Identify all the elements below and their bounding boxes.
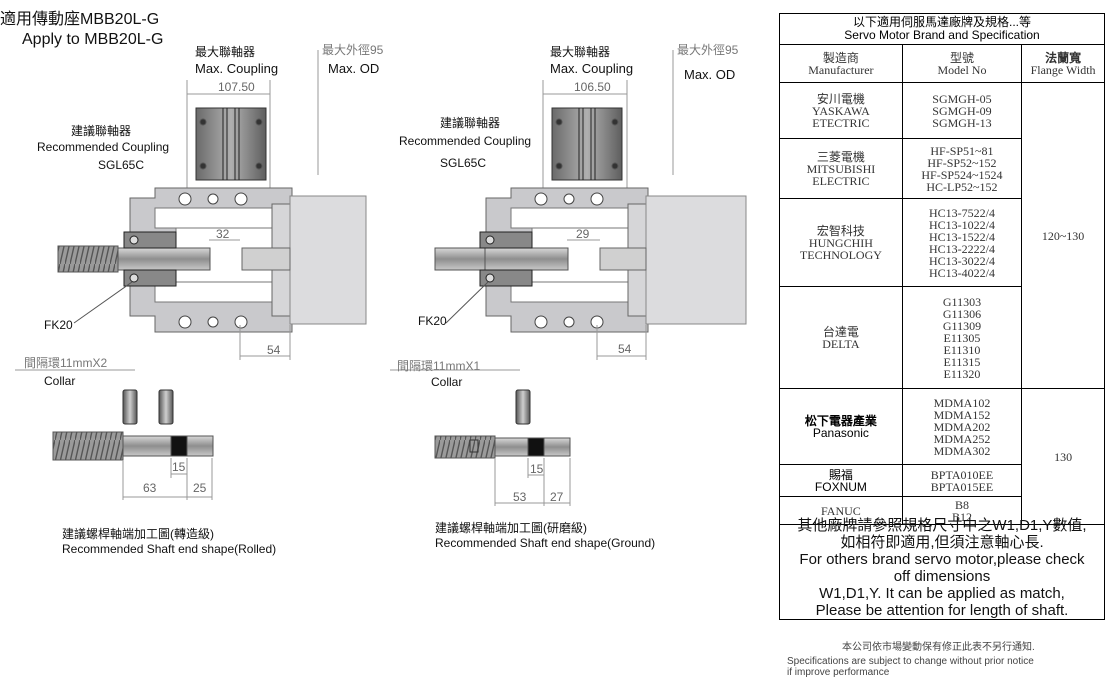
footer-en-line2: if improve performance — [787, 667, 890, 678]
right-max-od-en: Max. OD — [684, 67, 736, 82]
servo-spec-table: 以下適用伺服馬達廠牌及規格...等 Servo Motor Brand and … — [779, 13, 1105, 525]
left-shaft-en: Recommended Shaft end shape(Rolled) — [62, 542, 277, 556]
left-max-od-en: Max. OD — [328, 61, 380, 76]
left-shaft-end — [15, 369, 214, 500]
right-dim-53: 53 — [513, 490, 527, 504]
left-dim-15: 15 — [172, 460, 186, 474]
right-rec-coupling-cn: 建議聯軸器 — [440, 116, 501, 130]
title-en: Apply to MBB20L-G — [22, 31, 164, 48]
right-collar-cn: 間隔環11mmX1 — [397, 359, 481, 373]
right-rec-coupling-model: SGL65C — [440, 156, 487, 170]
right-max-coupling-cn: 最大聯軸器 — [550, 45, 611, 59]
right-max-coupling-en: Max. Coupling — [550, 61, 634, 76]
note-en-line1: For others brand servo motor,please chec… — [799, 551, 1085, 568]
right-shaft-cn: 建議螺桿軸端加工圖(研磨級) — [435, 521, 587, 535]
left-dim-25: 25 — [193, 481, 207, 495]
flange-cell-2: 130 — [1021, 388, 1105, 525]
footer-en-line1: Specifications are subject to change wit… — [787, 656, 1034, 667]
left-max-coupling-cn: 最大聯軸器 — [195, 45, 256, 59]
right-shaft-en: Recommended Shaft end shape(Ground) — [435, 536, 656, 550]
left-dim-32: 32 — [216, 227, 230, 241]
flange-cell-1: 120~130 — [1021, 82, 1105, 389]
right-max-od-cn: 最大外徑95 — [677, 43, 739, 57]
left-rec-coupling-cn: 建議聯軸器 — [71, 124, 132, 138]
compatibility-note: 其他廠牌請參照規格尺寸中之W1,D1,Y數值, 如相符即適用,但須注意軸心長. … — [779, 516, 1105, 620]
left-max-coupling-en: Max. Coupling — [195, 61, 279, 76]
left-shaft-cn: 建議螺桿軸端加工圖(轉造級) — [62, 527, 214, 541]
right-shaft-end — [390, 369, 571, 506]
right-collar-en: Collar — [431, 375, 463, 389]
left-dim-coupling: 107.50 — [218, 80, 255, 94]
footer-cn: 本公司依市場變動保有修正此表不另行通知. — [842, 642, 1035, 653]
left-collar-cn: 間隔環11mmX2 — [24, 356, 108, 370]
right-dim-29: 29 — [576, 227, 590, 241]
left-dim-54: 54 — [267, 343, 281, 357]
note-en-line3: W1,D1,Y. It can be applied as match, — [819, 585, 1065, 602]
note-en-line4: Please be attention for length of shaft. — [815, 602, 1069, 619]
left-collar-en: Collar — [44, 374, 76, 388]
note-cn-line1: 其他廠牌請參照規格尺寸中之W1,D1,Y數值, — [797, 517, 1087, 534]
table-header: 以下適用伺服馬達廠牌及規格...等 Servo Motor Brand and … — [779, 13, 1105, 45]
note-cn-line2: 如相符即適用,但須注意軸心長. — [840, 534, 1044, 551]
right-assembly — [434, 50, 747, 360]
left-max-od-cn: 最大外徑95 — [322, 43, 384, 57]
left-assembly — [57, 50, 367, 360]
right-rec-coupling-en: Recommended Coupling — [399, 134, 532, 148]
table-header-en: Servo Motor Brand and Specification — [844, 28, 1040, 42]
note-en-line2: off dimensions — [893, 568, 991, 585]
left-rec-coupling-en: Recommended Coupling — [37, 140, 170, 154]
right-dim-coupling: 106.50 — [574, 80, 611, 94]
left-dim-63: 63 — [143, 481, 157, 495]
right-dim-27: 27 — [550, 490, 564, 504]
manufacturer-cell: FANUC — [779, 496, 903, 525]
table-header-cn: 以下適用伺服馬達廠牌及規格...等 — [852, 15, 1031, 29]
left-rec-coupling-model: SGL65C — [98, 158, 145, 172]
right-dim-54: 54 — [618, 342, 632, 356]
right-fk20: FK20 — [418, 314, 447, 328]
left-fk20: FK20 — [44, 318, 73, 332]
right-dim-15: 15 — [530, 462, 544, 476]
title-cn: 適用傳動座MBB20L-G — [0, 11, 160, 28]
